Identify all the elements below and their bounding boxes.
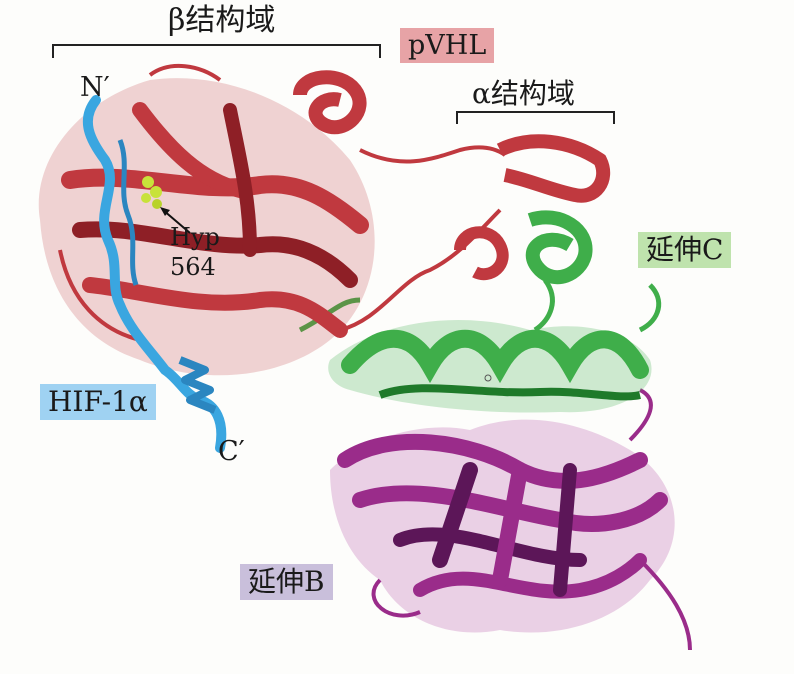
- elongin-b-ribbon: [330, 388, 692, 651]
- hyp-number-label: 564: [170, 253, 216, 281]
- beta-domain-label: β结构域: [168, 3, 276, 38]
- pvhl-label: pVHL: [400, 28, 495, 63]
- hyp-label: Hyp: [170, 223, 220, 251]
- hif-1a-label: HIF-1α: [40, 384, 156, 420]
- hyp-arrow: [162, 209, 191, 234]
- alpha-domain-label: α结构域: [472, 77, 575, 110]
- elongin-b-label: 延伸B: [240, 564, 333, 600]
- n-terminus-label: N′: [80, 72, 110, 103]
- c-terminus-label: C′: [218, 436, 245, 467]
- elongin-c-ribbon: [298, 210, 662, 413]
- hif-1a-ribbon: [82, 95, 227, 453]
- alpha-domain-bracket: [456, 111, 615, 124]
- elongin-c-label: 延伸C: [638, 232, 732, 268]
- hyp-atoms: [141, 176, 162, 209]
- beta-domain-bracket: [52, 44, 381, 58]
- center-marker: [484, 374, 492, 382]
- hyp-arrowhead: [160, 207, 170, 216]
